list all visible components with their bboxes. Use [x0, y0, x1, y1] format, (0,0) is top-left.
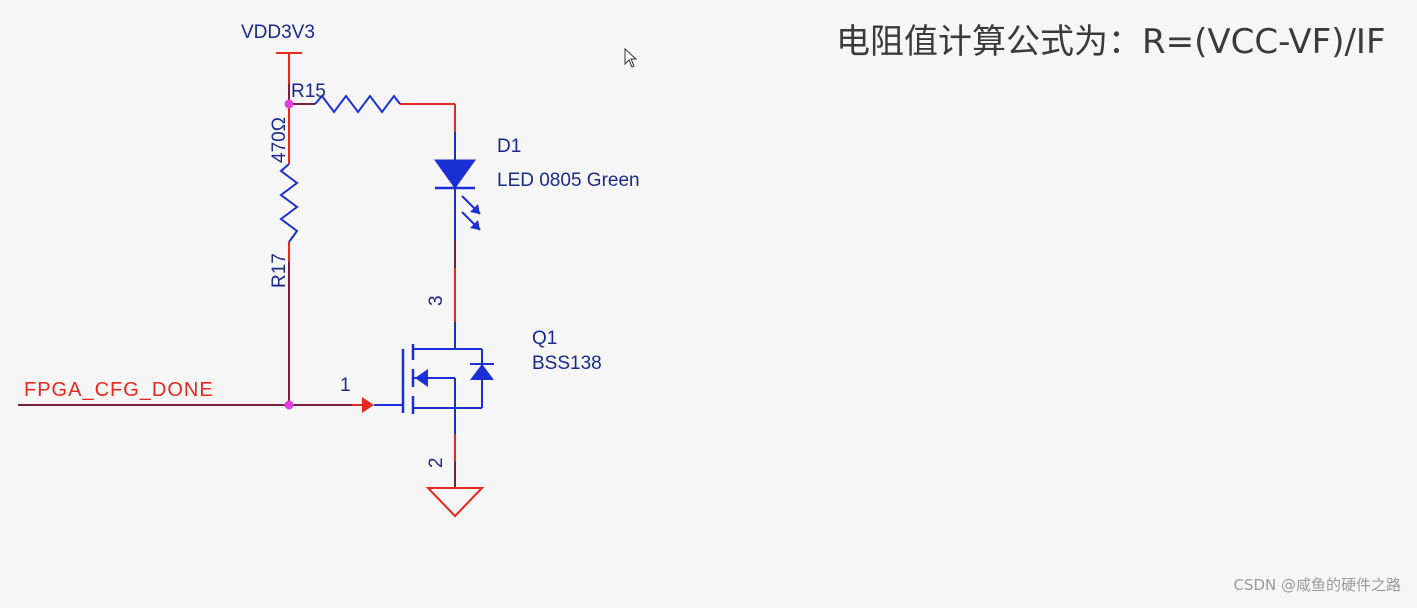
d1-ref-label: D1	[497, 136, 521, 157]
diode-triangle-icon	[434, 159, 476, 189]
body-arrow-icon	[415, 369, 428, 387]
light-emission-icon	[461, 195, 481, 231]
resistor-r15[interactable]: R15	[291, 81, 401, 114]
body-diode-triangle-icon	[470, 364, 494, 380]
q1-value-label: BSS138	[532, 353, 602, 374]
r17-value-label: 470Ω	[269, 117, 290, 163]
net-label-fpga-cfg-done[interactable]: FPGA_CFG_DONE	[24, 379, 214, 401]
power-label: VDD3V3	[241, 22, 315, 43]
r15-ref-label: R15	[291, 81, 326, 102]
gate-pin-arrow-icon	[362, 397, 374, 413]
resistor-zigzag-icon	[279, 163, 299, 243]
d1-value-label: LED 0805 Green	[497, 170, 640, 191]
power-port-vdd3v3[interactable]: VDD3V3	[241, 22, 315, 84]
mosfet-q1[interactable]: 1 3 2 Q1 BSS138	[340, 295, 602, 468]
resistor-formula-caption: 电阻值计算公式为：R=(VCC-VF)/IF	[836, 22, 1386, 62]
q1-ref-label: Q1	[532, 328, 557, 349]
resistor-zigzag-icon	[314, 94, 401, 114]
ground-symbol[interactable]	[425, 487, 485, 518]
q1-pin-source-label: 2	[426, 457, 447, 468]
ground-icon	[425, 487, 485, 518]
wires	[18, 84, 456, 488]
csdn-watermark: CSDN @咸鱼的硬件之路	[1233, 576, 1401, 594]
r17-ref-label: R17	[269, 253, 290, 288]
junction-dot	[284, 99, 294, 109]
mouse-pointer-icon	[624, 48, 638, 68]
resistor-r17[interactable]: 470Ω R17	[269, 117, 299, 288]
junction-dot	[284, 400, 294, 410]
q1-pin-drain-label: 3	[426, 295, 447, 306]
q1-pin-gate-label: 1	[340, 375, 351, 396]
led-d1[interactable]: D1 LED 0805 Green	[434, 132, 640, 240]
